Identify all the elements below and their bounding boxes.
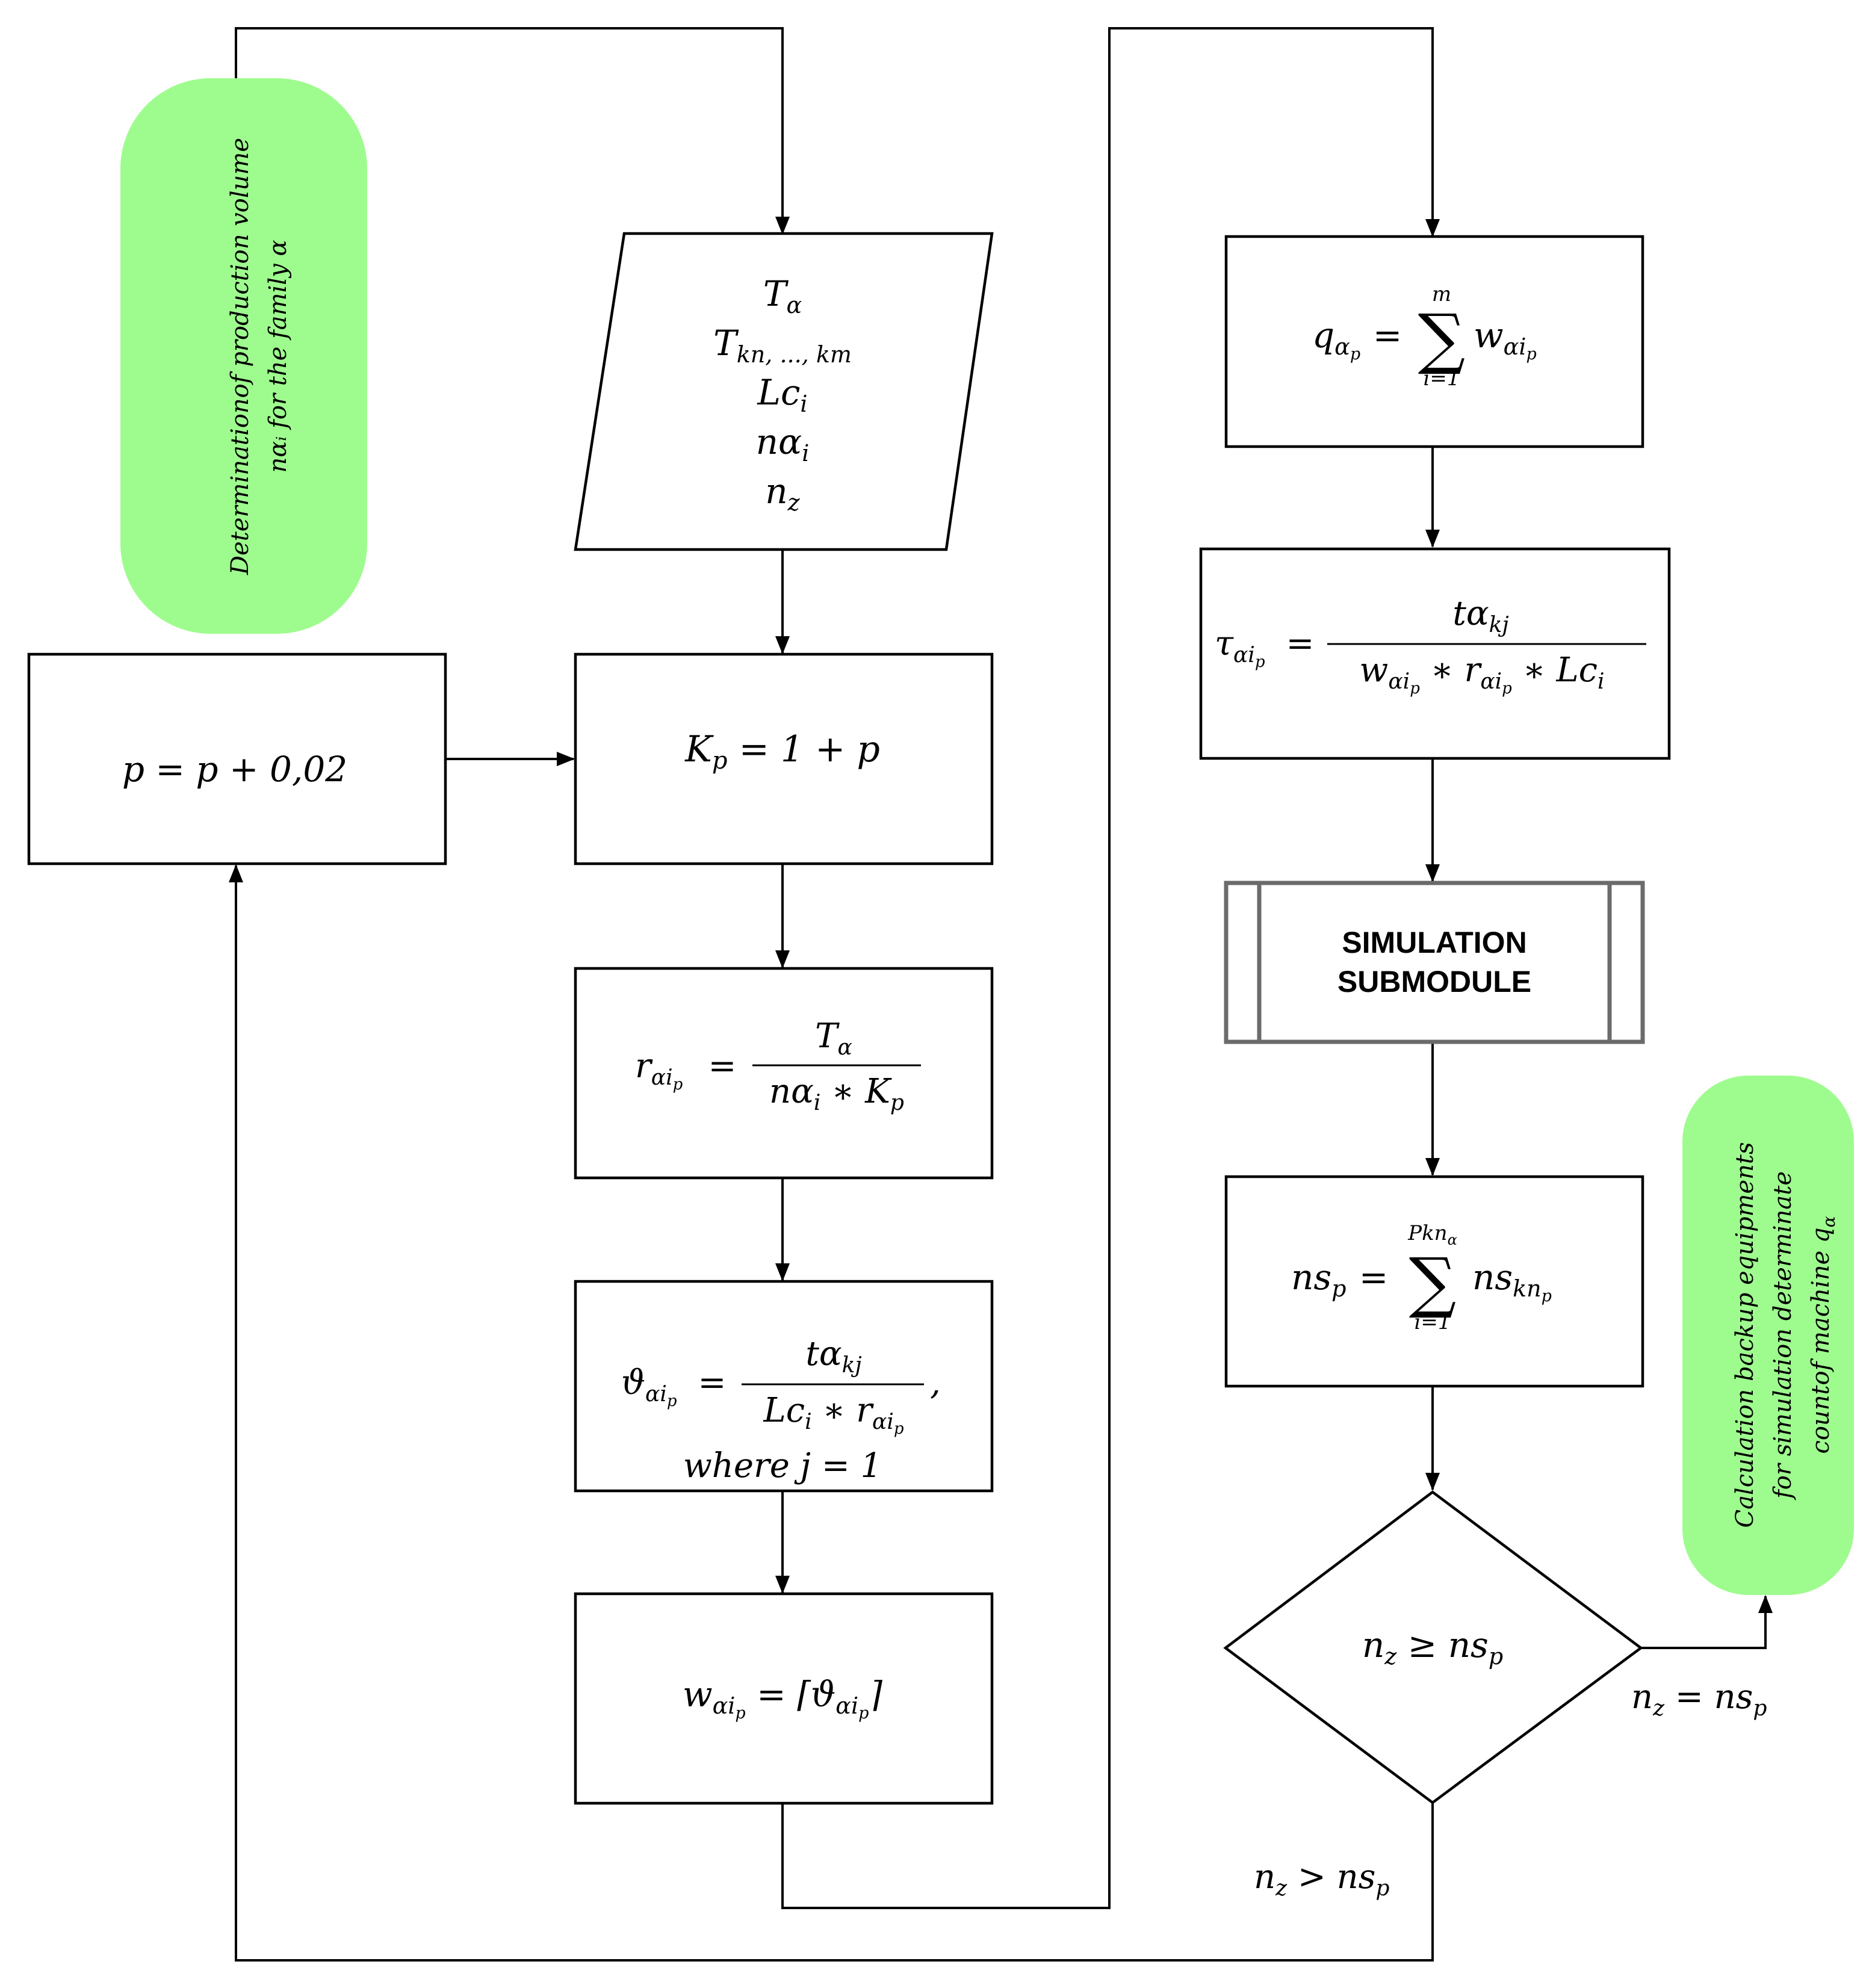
start-terminator-line2: nαᵢ for the family α bbox=[264, 240, 292, 473]
input-line-4: nαi bbox=[756, 421, 810, 466]
q-sigma: ∑ bbox=[1418, 300, 1466, 377]
kp-box: Kp = 1 + p bbox=[574, 652, 994, 865]
input-line-3: Lci bbox=[757, 372, 807, 417]
q-rhs: wαip bbox=[1474, 315, 1537, 364]
edge-label-greater: nz > nsp bbox=[1254, 1857, 1389, 1901]
tau-box: ταip = tαkj wαip ∗ rαip ∗ Lci bbox=[1199, 547, 1671, 760]
input-line-2: Tkn, ..., km bbox=[713, 323, 852, 368]
theta-numerator: tαkj bbox=[805, 1334, 861, 1378]
end-terminator-line1: Calculation backup equipments bbox=[1731, 1142, 1759, 1528]
ns-lhs: nsp bbox=[1291, 1257, 1346, 1302]
q-equals: = bbox=[1373, 315, 1402, 356]
tau-denominator: wαip ∗ rαip ∗ Lci bbox=[1359, 651, 1604, 698]
edge-start-to-input bbox=[235, 27, 790, 235]
r-denominator: nαi ∗ Kp bbox=[769, 1072, 904, 1115]
theta-lhs: ϑαip bbox=[621, 1363, 677, 1410]
r-box: rαip = Tα nαi ∗ Kp bbox=[574, 967, 994, 1180]
start-terminator: Determinationof production volume nαᵢ fo… bbox=[120, 78, 367, 634]
input-parallelogram: Tα Tkn, ..., km Lci nαi nz bbox=[574, 232, 994, 551]
q-lhs: qαp bbox=[1312, 315, 1360, 364]
tau-numerator: tαkj bbox=[1452, 594, 1508, 637]
q-sigma-top: m bbox=[1432, 282, 1451, 306]
decision-condition: nz ≥ nsp bbox=[1362, 1624, 1503, 1670]
edge-decision-to-end bbox=[1641, 1595, 1773, 1649]
ns-box: nsp = Pknα ∑ i=1 nsknp bbox=[1224, 1175, 1644, 1388]
w-box: wαip = ⌈ϑαip⌉ bbox=[574, 1592, 994, 1805]
decision-diamond: nz ≥ nsp bbox=[1223, 1490, 1643, 1804]
w-formula: wαip = ⌈ϑαip⌉ bbox=[683, 1674, 882, 1723]
p-update-formula: p = p + 0,02 bbox=[122, 749, 347, 790]
r-numerator: Tα bbox=[815, 1017, 852, 1060]
theta-denominator: Lci ∗ rαip bbox=[763, 1391, 904, 1438]
q-box: qαp = m ∑ i=1 wαip bbox=[1224, 235, 1644, 448]
theta-where: where j = 1 bbox=[683, 1446, 882, 1485]
ns-sigma-bottom: i=1 bbox=[1415, 1310, 1451, 1334]
ns-sigma: ∑ bbox=[1409, 1243, 1457, 1321]
p-update-box: p = p + 0,02 bbox=[27, 652, 447, 865]
r-equals: = bbox=[708, 1047, 737, 1086]
simulation-line-2: SUBMODULE bbox=[1337, 965, 1531, 999]
q-sigma-bottom: i=1 bbox=[1424, 367, 1460, 391]
tau-equals: = bbox=[1286, 624, 1315, 663]
edge-w-to-q bbox=[781, 27, 1440, 1909]
input-line-5: nz bbox=[765, 471, 800, 516]
ns-rhs: nsknp bbox=[1472, 1257, 1552, 1305]
end-terminator-line2: for simulation determinate bbox=[1769, 1171, 1797, 1500]
r-lhs: rαip bbox=[635, 1047, 683, 1094]
kp-formula: Kp = 1 + p bbox=[684, 728, 880, 775]
end-terminator-line3: countof machine qα bbox=[1807, 1216, 1839, 1454]
ns-equals: = bbox=[1359, 1257, 1389, 1298]
theta-equals: = bbox=[698, 1363, 727, 1402]
ns-sigma-top: Pknα bbox=[1407, 1221, 1457, 1248]
simulation-line-1: SIMULATION bbox=[1342, 926, 1526, 959]
input-line-1: Tα bbox=[763, 273, 802, 318]
edge-decision-to-p bbox=[229, 864, 1434, 1962]
start-terminator-line1: Determinationof production volume bbox=[226, 138, 254, 575]
edge-label-equal: nz = nsp bbox=[1631, 1677, 1767, 1721]
theta-box: ϑαip = tαkj Lci ∗ rαip , where j = 1 bbox=[574, 1280, 994, 1493]
simulation-submodule-box: SIMULATION SUBMODULE bbox=[1224, 881, 1645, 1044]
tau-lhs: ταip bbox=[1215, 624, 1265, 671]
theta-comma: , bbox=[930, 1363, 941, 1402]
end-terminator: Calculation backup equipments for simula… bbox=[1682, 1076, 1854, 1595]
